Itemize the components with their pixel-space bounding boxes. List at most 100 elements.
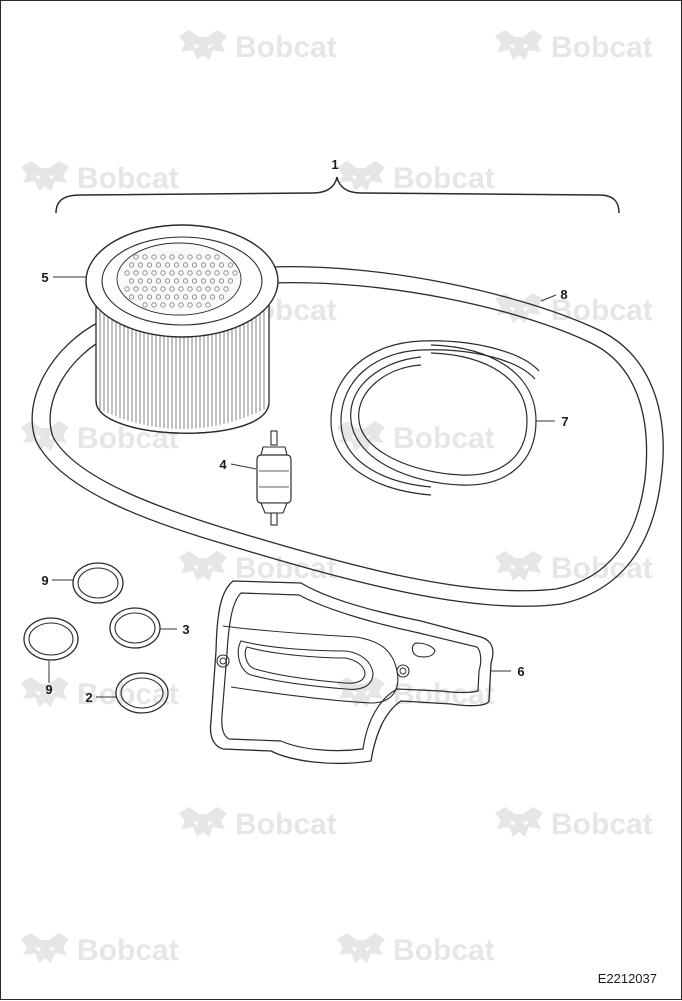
filter-perforation	[205, 270, 211, 276]
filter-perforation	[223, 270, 229, 276]
filter-perforation	[142, 302, 148, 308]
callout-9-lower: 9	[45, 682, 52, 697]
filter-perforation	[178, 270, 184, 276]
part-6-gasket	[209, 580, 494, 765]
filter-perforation	[169, 270, 175, 276]
filter-perforation	[228, 278, 234, 284]
filter-perforation	[205, 286, 211, 292]
filter-perforation	[174, 278, 180, 284]
filter-perforation	[214, 270, 220, 276]
filter-perforation	[178, 254, 184, 260]
watermark: Bobcat	[495, 293, 653, 327]
filter-perforation	[160, 254, 166, 260]
watermark-text: Bobcat	[235, 552, 337, 585]
watermark: Bobcat	[495, 30, 653, 64]
part-8-loop-gasket	[31, 265, 664, 607]
filter-perforation	[165, 294, 171, 300]
bobcat-logo-icon	[21, 933, 69, 963]
watermark-text: Bobcat	[77, 934, 179, 967]
part-2-o-ring	[115, 672, 169, 714]
bobcat-logo-icon	[179, 807, 227, 837]
watermark: Bobcat	[495, 551, 653, 585]
filter-perforation	[169, 302, 175, 308]
filter-perforation	[223, 286, 229, 292]
filter-perforation	[183, 294, 189, 300]
watermark-text: Bobcat	[393, 162, 495, 195]
filter-perforation	[192, 278, 198, 284]
filter-perforation	[187, 270, 193, 276]
filter-perforation	[124, 270, 130, 276]
filter-perforation	[169, 254, 175, 260]
callout-8: 8	[560, 287, 567, 302]
callout-1: 1	[331, 157, 338, 172]
filter-perforation	[151, 254, 157, 260]
filter-perforation	[192, 294, 198, 300]
filter-perforation	[147, 278, 153, 284]
bobcat-logo-icon	[337, 421, 385, 451]
filter-perforation	[156, 294, 162, 300]
filter-perforation	[187, 254, 193, 260]
part-4-fuel-filter	[256, 430, 292, 526]
filter-perforation	[151, 270, 157, 276]
leader-8	[540, 294, 557, 302]
filter-perforation	[219, 278, 225, 284]
filter-perforation	[151, 302, 157, 308]
bobcat-logo-icon	[495, 551, 543, 581]
filter-perforation	[138, 294, 144, 300]
watermark-text: Bobcat	[551, 31, 653, 64]
watermark-text: Bobcat	[551, 808, 653, 841]
part-7-fuel-hose	[330, 340, 540, 496]
filter-perforation	[133, 254, 139, 260]
callout-6: 6	[517, 664, 524, 679]
leader-4	[230, 463, 257, 470]
kit-bracket	[55, 176, 620, 214]
callout-5: 5	[41, 270, 48, 285]
drawing-id: E2212037	[598, 971, 657, 986]
filter-perforation	[205, 302, 211, 308]
filter-perforation	[214, 254, 220, 260]
filter-perforation	[219, 262, 225, 268]
filter-perforation	[219, 294, 225, 300]
watermark: Bobcat	[337, 933, 495, 967]
filter-perforation	[138, 278, 144, 284]
filter-perforation	[183, 262, 189, 268]
bobcat-logo-icon	[337, 933, 385, 963]
filter-perforation	[228, 262, 234, 268]
bobcat-logo-icon	[21, 161, 69, 191]
filter-perforation	[133, 286, 139, 292]
watermark-text: Bobcat	[77, 162, 179, 195]
filter-perforation	[129, 278, 135, 284]
filter-perforation	[178, 302, 184, 308]
watermark: Bobcat	[21, 161, 179, 195]
bobcat-logo-icon	[495, 293, 543, 323]
filter-perforation	[174, 294, 180, 300]
filter-perforation	[196, 270, 202, 276]
filter-perforation	[133, 270, 139, 276]
bobcat-logo-icon	[495, 807, 543, 837]
filter-perforation	[142, 270, 148, 276]
part-9-o-ring-lower	[23, 617, 79, 661]
watermark: Bobcat	[179, 551, 337, 585]
callout-3: 3	[182, 622, 189, 637]
filter-perforation	[156, 262, 162, 268]
watermark-text: Bobcat	[393, 678, 495, 711]
callout-7: 7	[561, 414, 568, 429]
filter-perforation	[210, 262, 216, 268]
watermark-text: Bobcat	[551, 294, 653, 327]
watermark-text: Bobcat	[235, 808, 337, 841]
filter-perforation	[160, 286, 166, 292]
watermark: Bobcat	[337, 161, 495, 195]
watermark-text: Bobcat	[393, 934, 495, 967]
filter-perforation	[196, 302, 202, 308]
part-9-o-ring-upper	[72, 562, 124, 604]
bobcat-logo-icon	[179, 551, 227, 581]
filter-perforation	[196, 254, 202, 260]
filter-perforation	[160, 302, 166, 308]
filter-perforation	[210, 294, 216, 300]
watermark: Bobcat	[179, 807, 337, 841]
filter-perforation	[129, 294, 135, 300]
filter-perforation	[165, 278, 171, 284]
filter-perforation	[147, 262, 153, 268]
watermark: Bobcat	[495, 807, 653, 841]
